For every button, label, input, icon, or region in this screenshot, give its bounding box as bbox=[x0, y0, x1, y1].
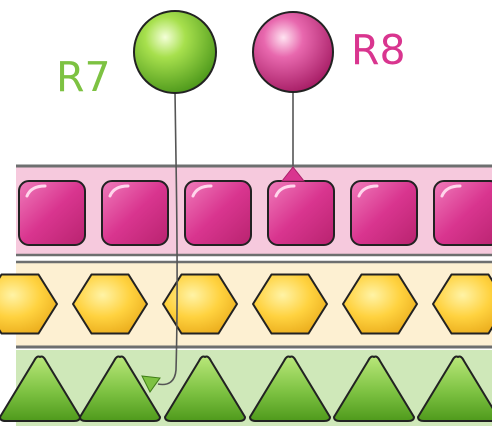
pink-square-6 bbox=[433, 180, 492, 246]
yellow-hexagons-row bbox=[0, 273, 492, 335]
yellow-hexagon-6 bbox=[432, 273, 492, 335]
green-triangle-6 bbox=[417, 355, 492, 422]
pink-squares-row bbox=[18, 180, 492, 246]
yellow-hexagon-1 bbox=[0, 273, 58, 335]
yellow-hexagon-4 bbox=[252, 273, 328, 335]
green-triangle-5 bbox=[333, 355, 415, 422]
green-triangle-2 bbox=[79, 355, 161, 422]
r7-ball-icon bbox=[133, 10, 217, 94]
pink-square-5 bbox=[350, 180, 418, 246]
r8-pointer-icon bbox=[280, 166, 306, 182]
pink-square-3 bbox=[184, 180, 252, 246]
green-triangle-4 bbox=[249, 355, 331, 422]
pink-square-highlight bbox=[357, 184, 379, 198]
r7-pointer-icon bbox=[141, 375, 161, 393]
pink-square-highlight bbox=[191, 184, 213, 198]
pink-square-highlight bbox=[440, 184, 462, 198]
r7-string bbox=[157, 91, 178, 386]
r8-label: R8 bbox=[351, 26, 406, 74]
r8-ball-icon bbox=[252, 11, 334, 93]
yellow-hexagon-2 bbox=[72, 273, 148, 335]
green-triangle-3 bbox=[164, 355, 246, 422]
green-triangles-row bbox=[0, 355, 492, 422]
yellow-hexagon-5 bbox=[342, 273, 418, 335]
pink-square-1 bbox=[18, 180, 86, 246]
yellow-hexagon-3 bbox=[162, 273, 238, 335]
pink-square-highlight bbox=[274, 184, 296, 198]
pink-square-highlight bbox=[25, 184, 47, 198]
pink-square-2 bbox=[101, 180, 169, 246]
green-triangle-1 bbox=[0, 355, 81, 422]
r7-label: R7 bbox=[56, 53, 111, 101]
pink-square-highlight bbox=[108, 184, 130, 198]
pink-band bbox=[16, 166, 492, 255]
